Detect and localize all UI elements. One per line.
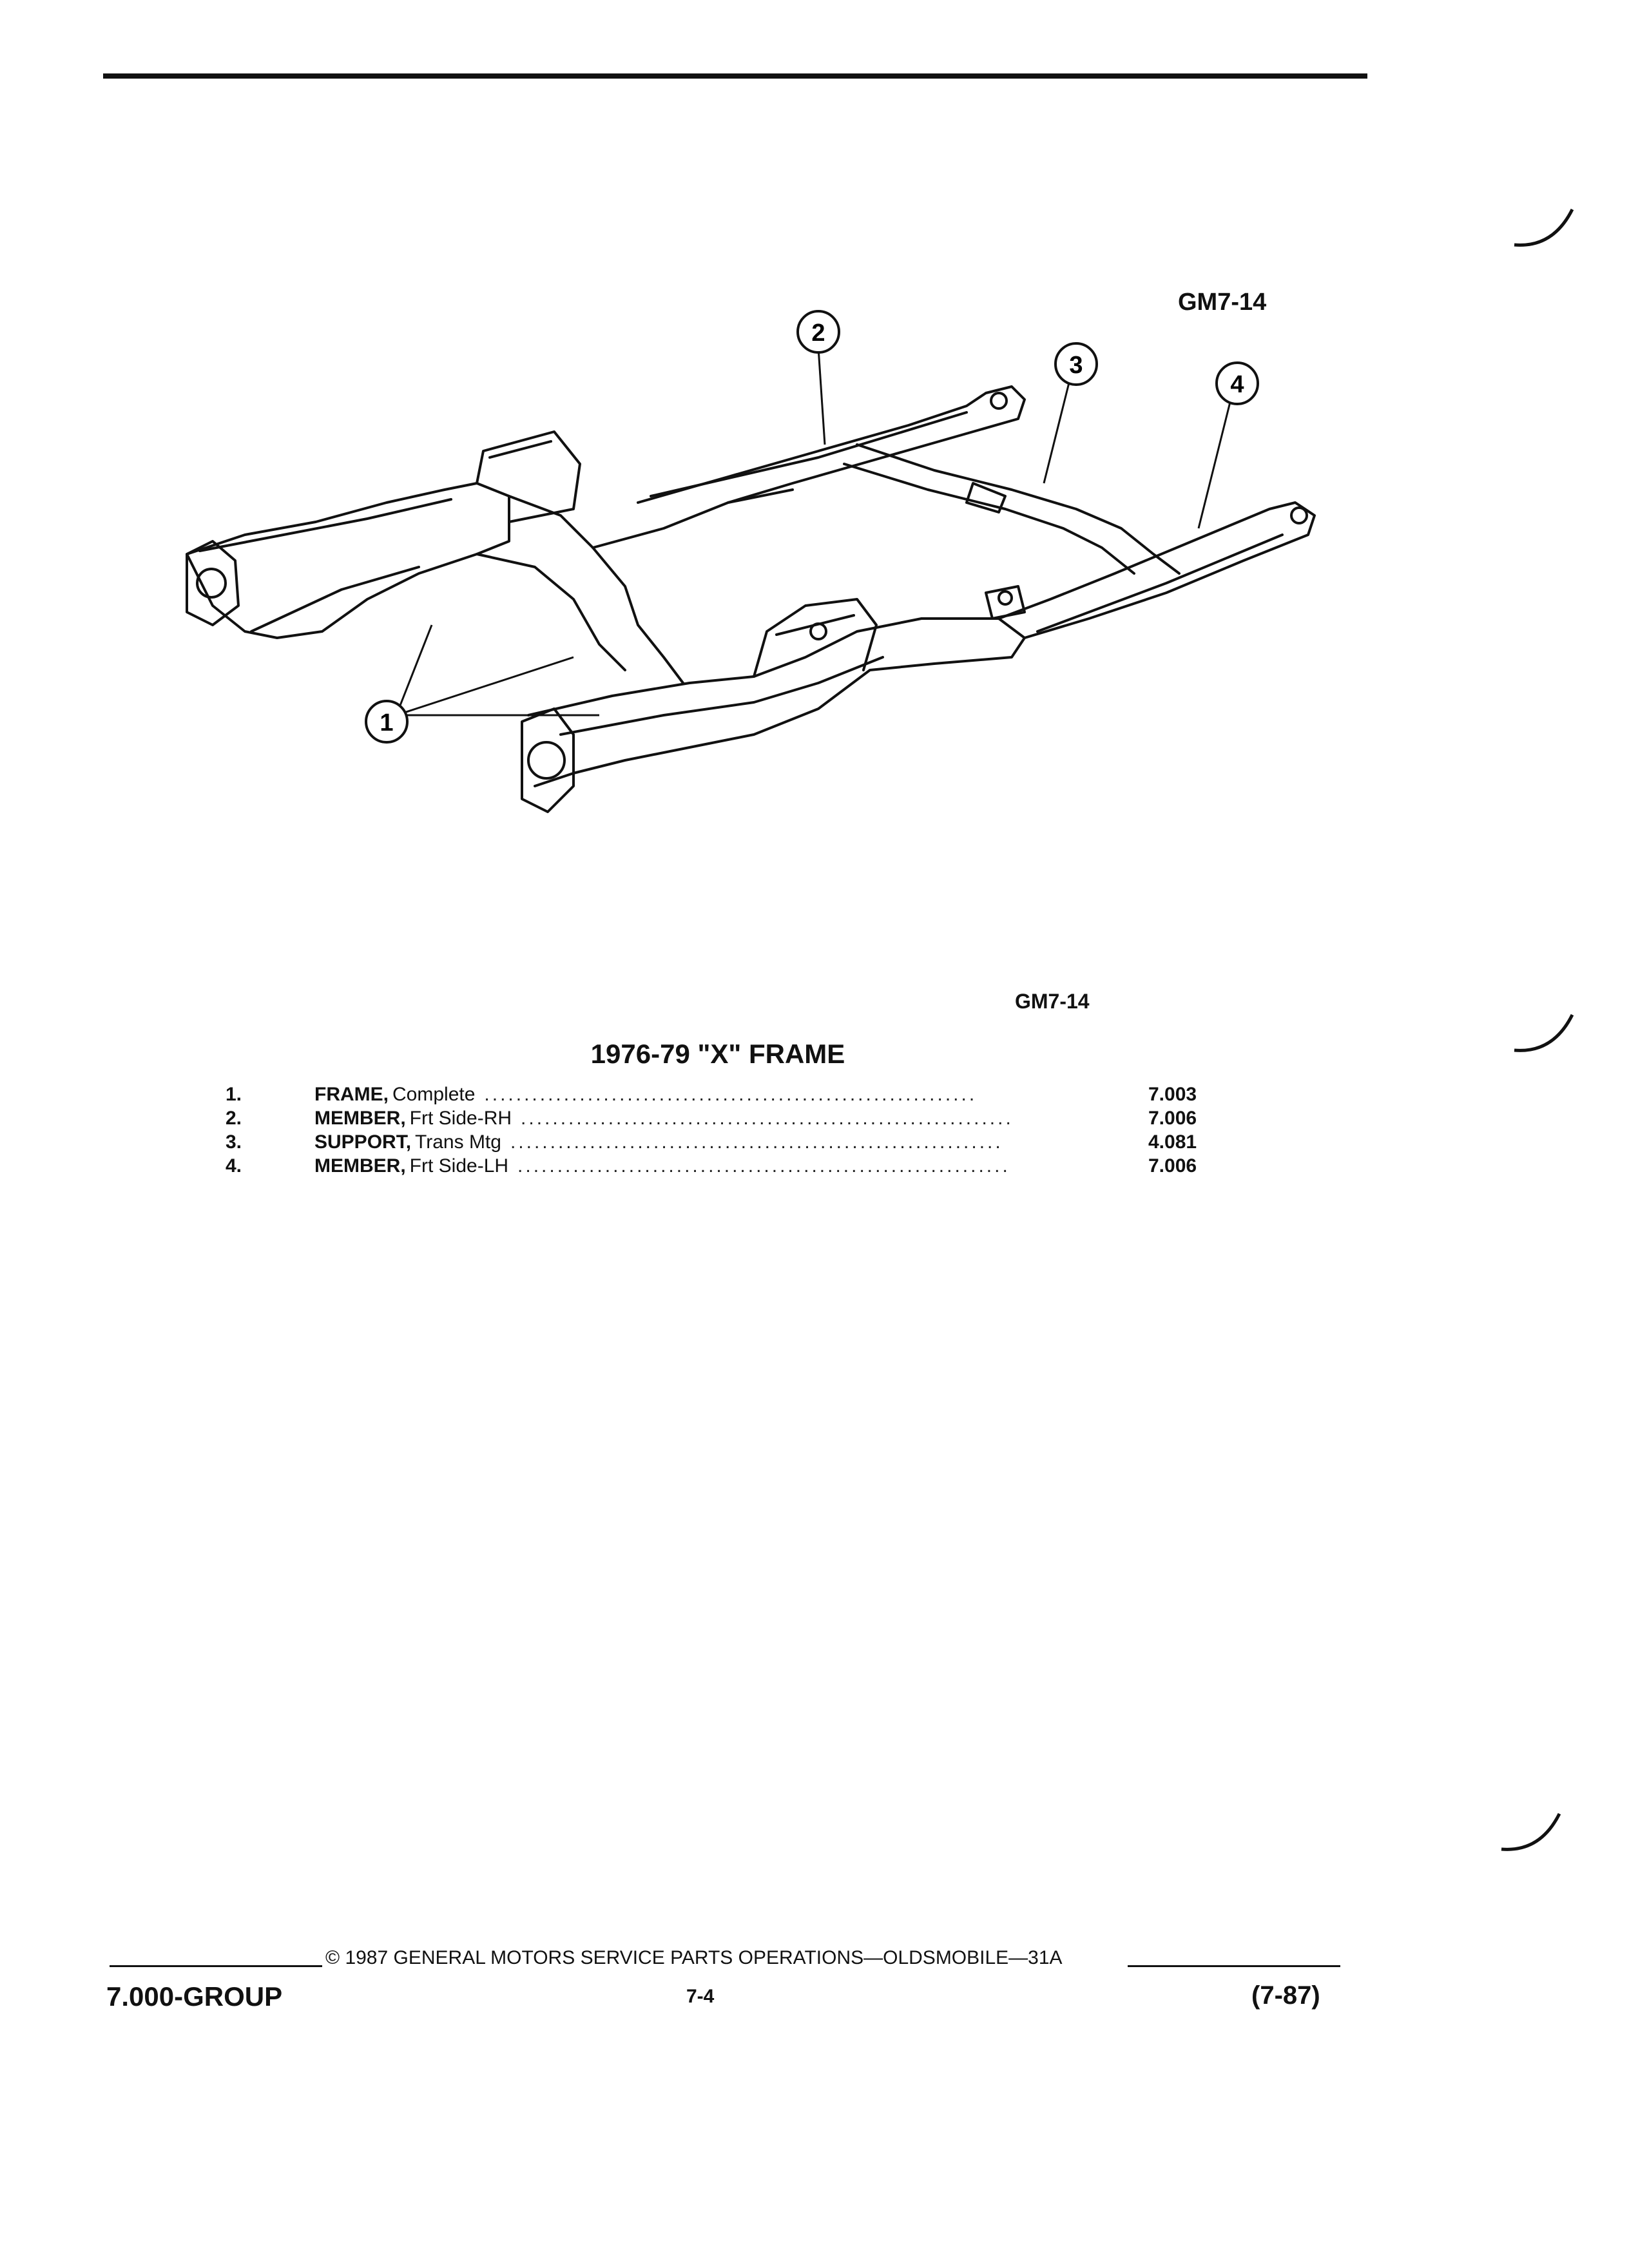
footer-date: (7-87) — [1251, 1981, 1320, 2010]
part-name: MEMBER,Frt Side-RH......................… — [314, 1108, 1014, 1129]
figure-id-top: GM7-14 — [1178, 289, 1267, 316]
part-number: 1. — [226, 1084, 242, 1105]
frame-drawing — [186, 385, 1316, 813]
section-title: 1976-79 "X" FRAME — [590, 1039, 845, 1069]
part-group-code: 4.081 — [1148, 1131, 1197, 1153]
part-row: 2. MEMBER,Frt Side-RH...................… — [226, 1106, 1231, 1130]
part-name: MEMBER,Frt Side-LH......................… — [314, 1155, 1010, 1177]
frame-diagram: 1 2 3 4 — [186, 310, 1316, 813]
callout-2: 2 — [796, 310, 840, 354]
figure-id-bottom: GM7-14 — [1015, 990, 1090, 1013]
callout-4: 4 — [1215, 361, 1259, 405]
callout-2-label: 2 — [811, 320, 825, 347]
footer-rule-left — [110, 1965, 322, 1967]
callout-3: 3 — [1054, 342, 1098, 386]
part-number: 3. — [226, 1131, 242, 1153]
part-row: 1. FRAME,Complete.......................… — [226, 1082, 1231, 1106]
binder-mark-middle — [1514, 1014, 1574, 1052]
footer-group: 7.000-GROUP — [106, 1981, 283, 2012]
callout-1: 1 — [365, 700, 409, 744]
part-name: FRAME,Complete..........................… — [314, 1084, 978, 1105]
top-rule — [103, 73, 1367, 79]
binder-mark-bottom — [1501, 1812, 1561, 1851]
parts-list: 1. FRAME,Complete.......................… — [226, 1082, 1231, 1178]
part-number: 2. — [226, 1108, 242, 1129]
footer-rule-right — [1128, 1965, 1340, 1967]
part-number: 4. — [226, 1155, 242, 1177]
part-group-code: 7.003 — [1148, 1084, 1197, 1105]
part-group-code: 7.006 — [1148, 1108, 1197, 1129]
callout-3-label: 3 — [1069, 352, 1083, 379]
part-row: 3. SUPPORT,Trans Mtg....................… — [226, 1130, 1231, 1154]
footer-page-number: 7-4 — [686, 1986, 715, 2007]
callout-leaders — [395, 347, 1232, 716]
part-name: SUPPORT,Trans Mtg.......................… — [314, 1131, 1003, 1153]
part-group-code: 7.006 — [1148, 1155, 1197, 1177]
callout-4-label: 4 — [1230, 371, 1244, 398]
callout-1-label: 1 — [380, 709, 393, 736]
binder-mark-top — [1514, 208, 1574, 247]
footer-copyright: © 1987 GENERAL MOTORS SERVICE PARTS OPER… — [325, 1947, 1063, 1968]
part-row: 4. MEMBER,Frt Side-LH...................… — [226, 1154, 1231, 1178]
